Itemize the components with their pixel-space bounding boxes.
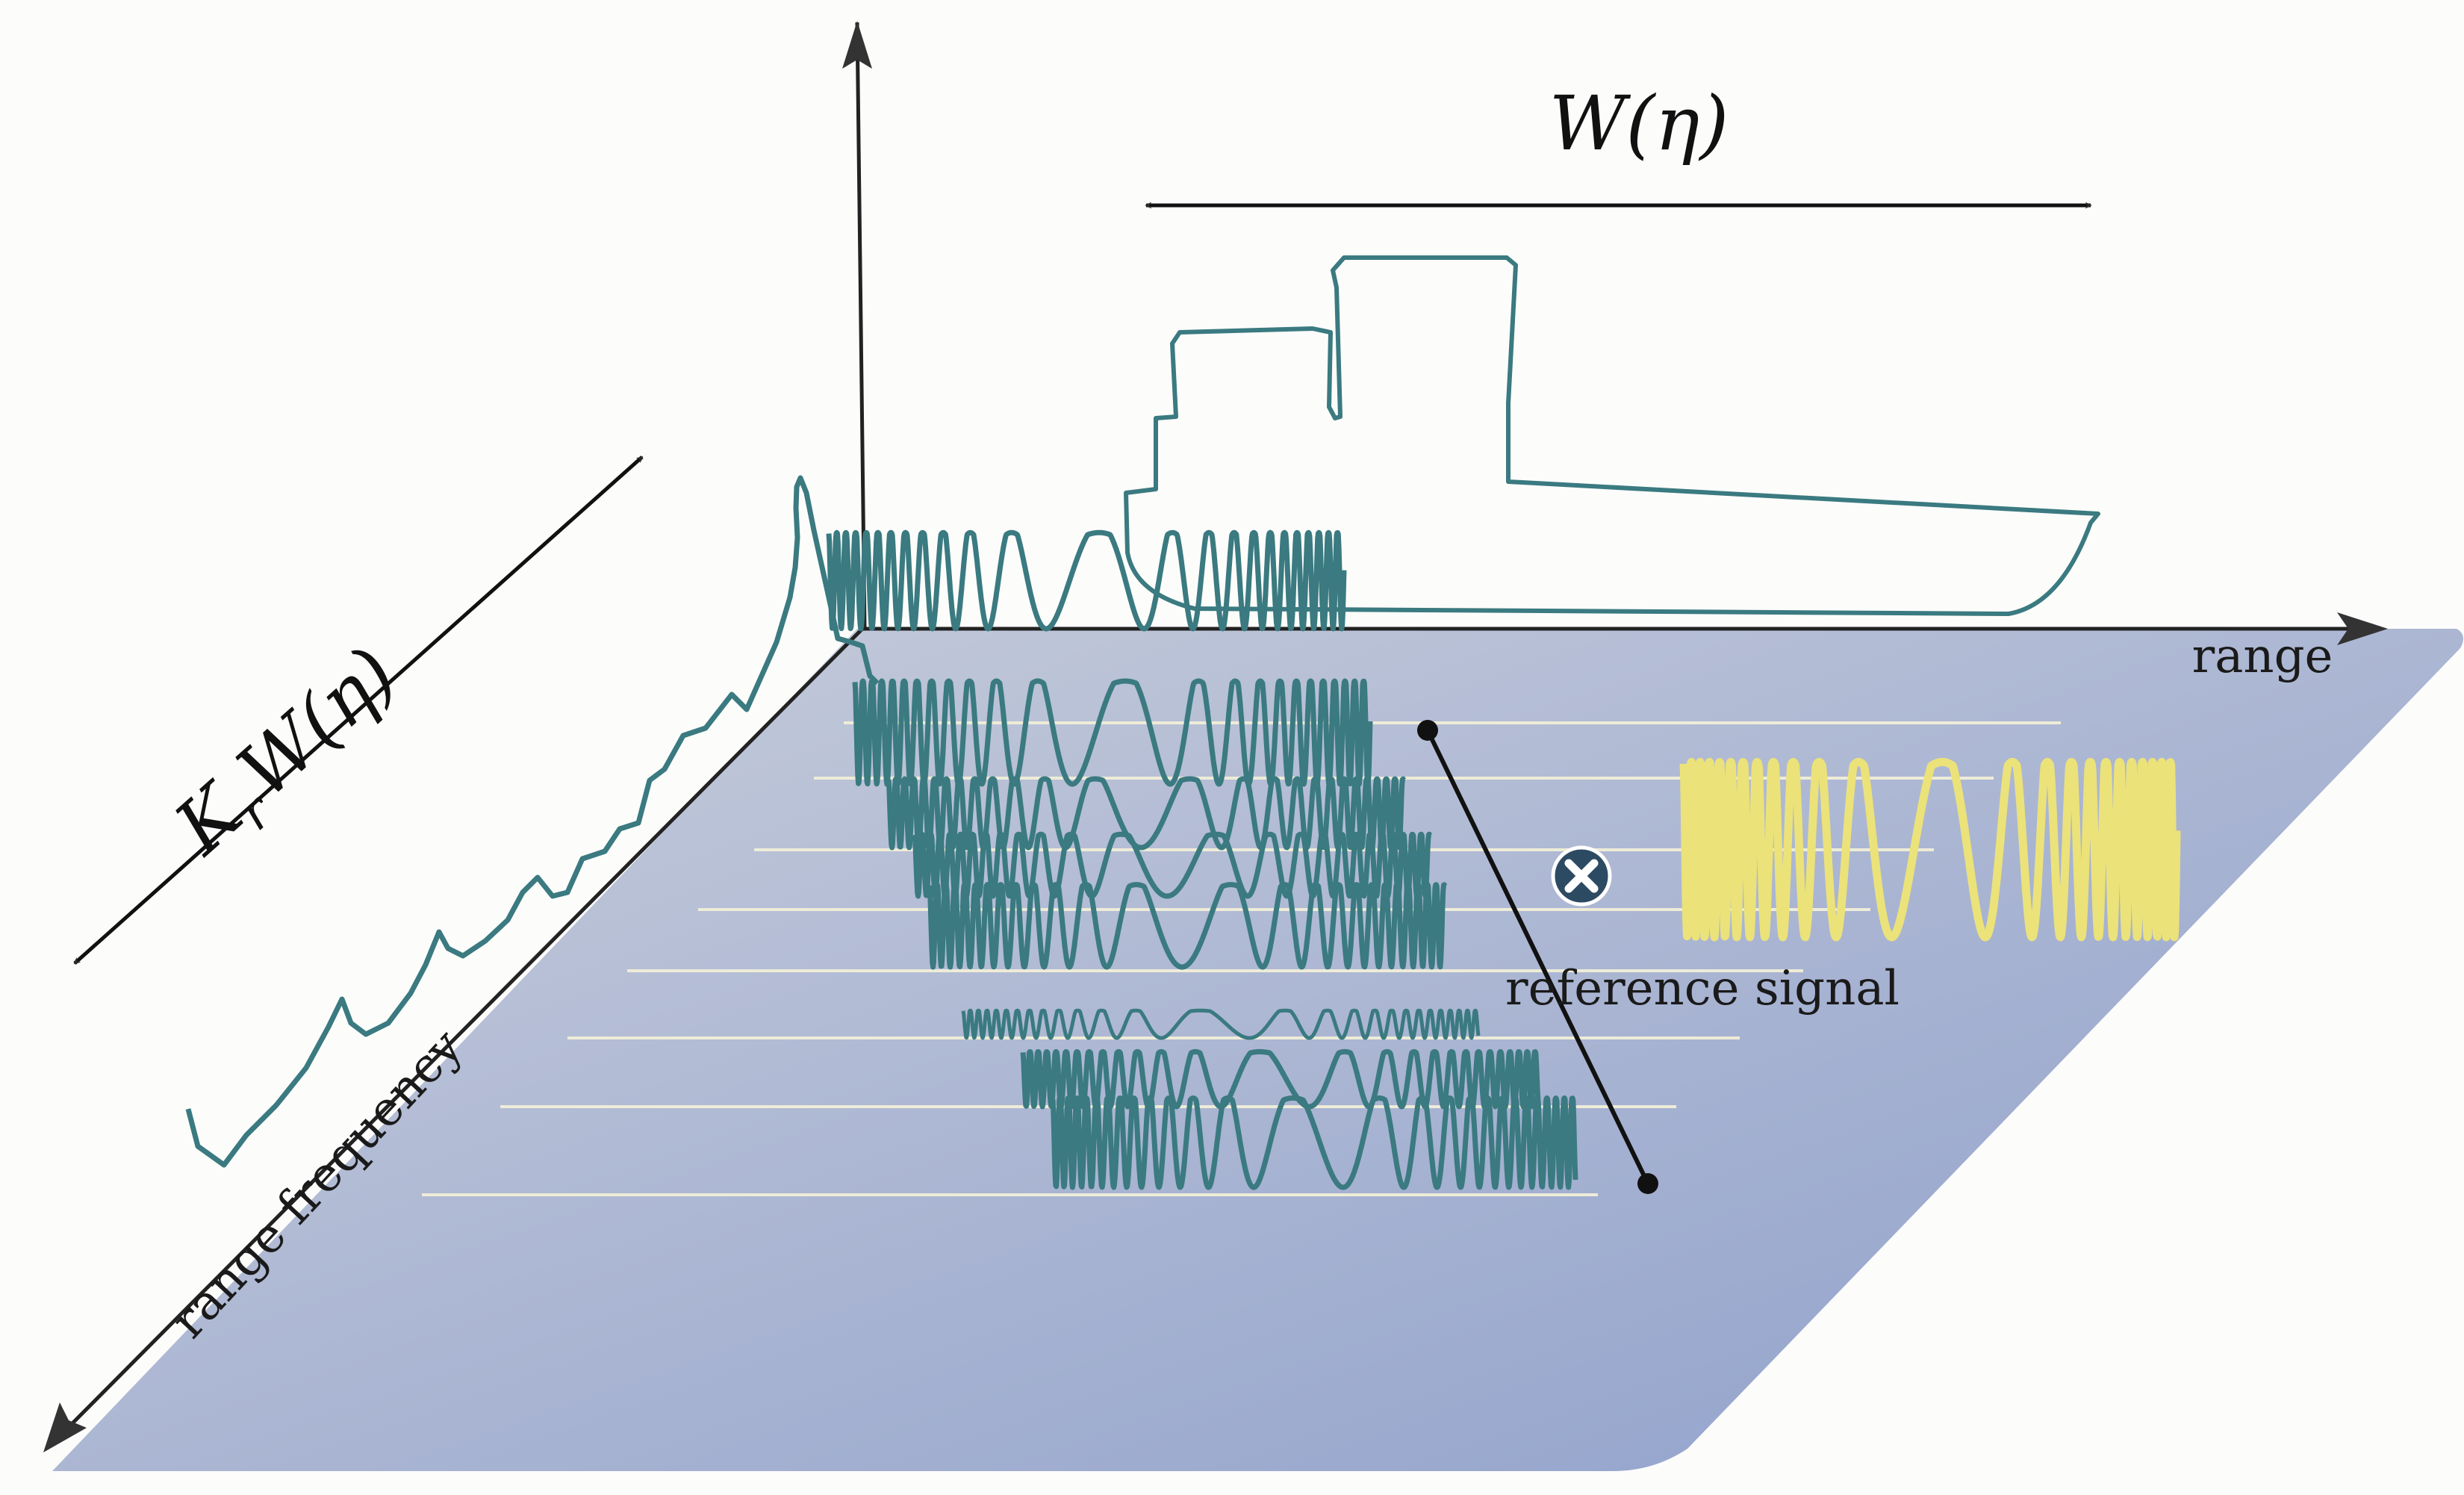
width-label: W(η) [1549,80,1729,167]
vertical-axis-arrow-icon [842,21,872,69]
range-frequency-axis [64,627,864,1432]
echo-waveform [886,776,1407,851]
bandwidth-double-arrow [73,456,644,965]
echo-waveform [852,678,1373,787]
echo-waveform [961,1008,1481,1040]
ship-outline-icon [1124,255,2100,616]
reference-signal-waveform [1679,757,2181,942]
bandwidth-label-group: KrW(η) [158,630,420,880]
echo-waveform [912,831,1433,899]
range-axis-label: range [2192,629,2333,684]
bandwidth-label-rest: W(η) [221,630,414,815]
times-glyph-icon [1564,859,1599,893]
vertical-axis [855,22,867,630]
reference-signal-label: reference signal [1505,961,1900,1016]
range-spectrum-trace [185,475,880,1168]
range-migration-line [1425,729,1650,1185]
range-frequency-axis-arrow-icon [43,1402,87,1452]
range-axis-arrow-icon [2337,612,2388,645]
echo-waveform [826,529,1347,632]
range-line-end-dot [1637,1173,1658,1194]
echo-waveform [927,882,1448,970]
range-line-start-dot [1417,720,1438,741]
svg-text:KrW(η): KrW(η) [158,630,420,880]
echo-waveforms [826,529,1578,1190]
echo-waveform [1050,1095,1578,1190]
multiply-badge [1551,845,1612,907]
